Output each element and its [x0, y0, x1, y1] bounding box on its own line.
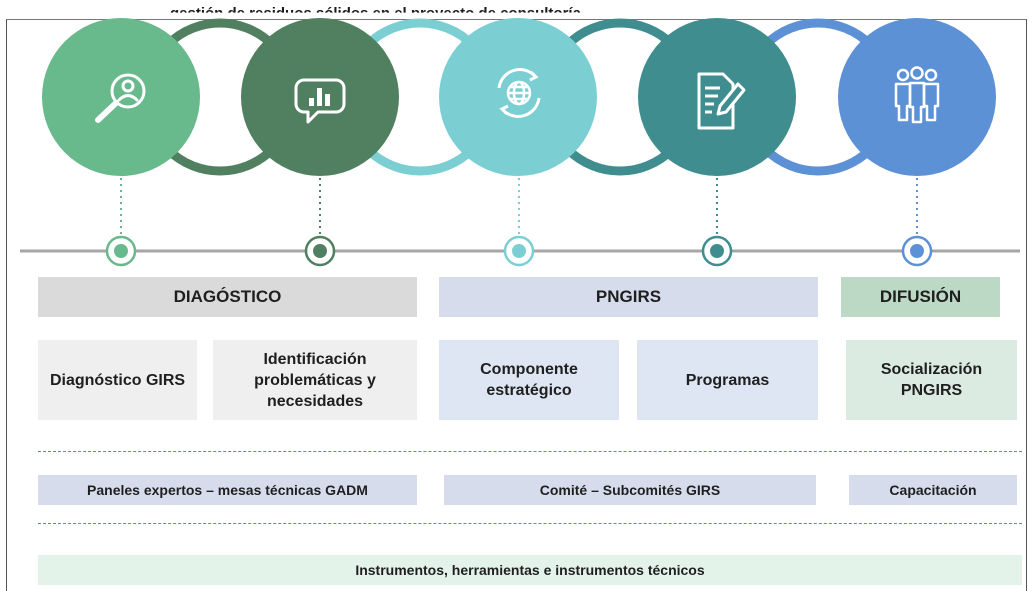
- card-identificacion: Identificación problemáticas y necesidad…: [213, 340, 417, 420]
- diagram-title: gestión de residuos sólidos en el proyec…: [170, 5, 581, 22]
- timeline-node-1: [105, 235, 137, 267]
- card-componente: Componente estratégico: [439, 340, 619, 420]
- dashed-separator-1: [38, 451, 1022, 452]
- phase-header-difusion: DIFUSIÓN: [841, 277, 1000, 317]
- phase-header-pngirs: PNGIRS: [439, 277, 818, 317]
- chat-chart-icon: [294, 78, 346, 124]
- people-group-icon: [894, 66, 940, 124]
- timeline-node-2: [304, 235, 336, 267]
- timeline-node-3: [503, 235, 535, 267]
- card-diagnostico-girs: Diagnóstico GIRS: [38, 340, 197, 420]
- search-person-icon: [95, 73, 146, 123]
- dashed-separator-2: [38, 523, 1022, 524]
- bar-capacitacion: Capacitación: [849, 475, 1017, 505]
- phase-header-diagnostico: DIAGÓSTICO: [38, 277, 417, 317]
- timeline-node-5: [901, 235, 933, 267]
- circle-componente: [439, 18, 597, 176]
- document-pen-icon: [697, 72, 746, 130]
- bar-instrumentos: Instrumentos, herramientas e instrumento…: [38, 555, 1022, 585]
- card-socializacion: Socialización PNGIRS: [846, 340, 1017, 420]
- bar-paneles-expertos: Paneles expertos – mesas técnicas GADM: [38, 475, 417, 505]
- bar-comite: Comité – Subcomités GIRS: [444, 475, 816, 505]
- card-programas: Programas: [637, 340, 818, 420]
- globe-refresh-icon: [497, 68, 541, 118]
- circle-socializacion: [838, 18, 996, 176]
- timeline-node-4: [701, 235, 733, 267]
